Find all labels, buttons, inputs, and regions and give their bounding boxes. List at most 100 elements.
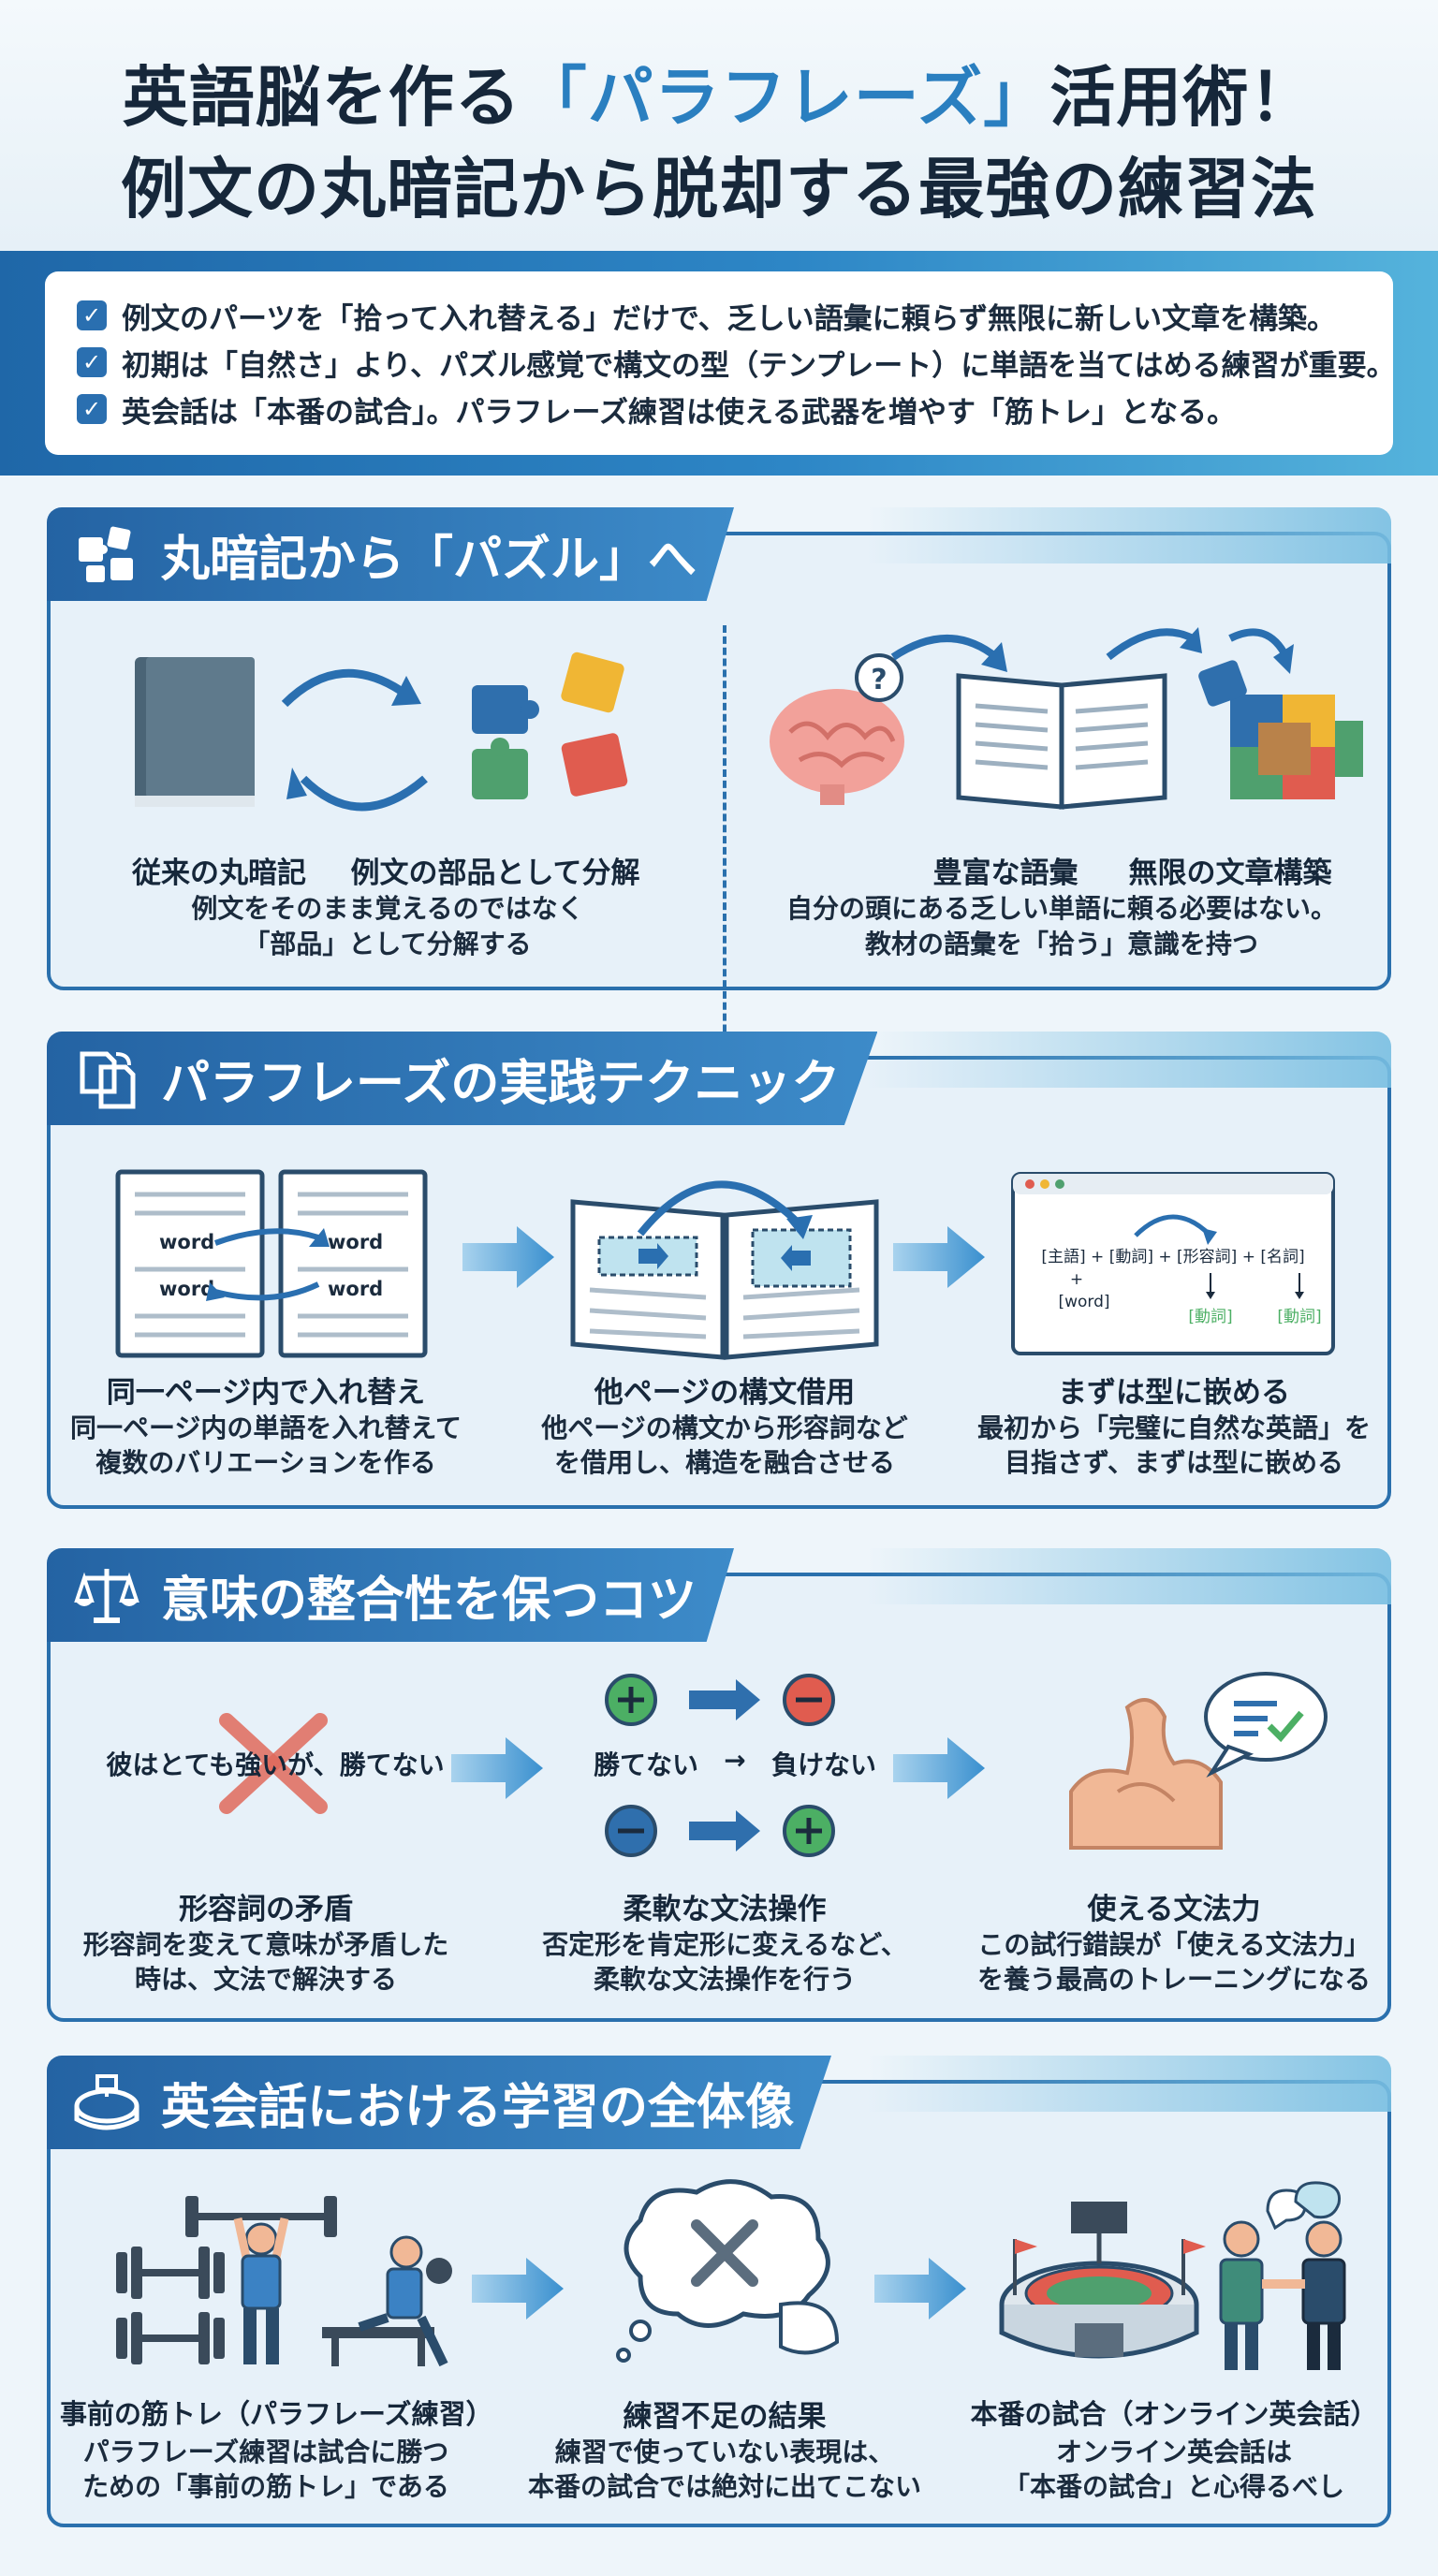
title-accent: 「パラフレーズ」 (521, 59, 1050, 136)
template-window-illustration: [主語] + [動詞] + [形容詞] + [名詞] + [word] [動詞]… (1011, 1172, 1335, 1355)
summary-item: ✓ 英会話は「本番の試合」。パラフレーズ練習は使える武器を増やす「筋トレ」となる… (77, 386, 1361, 432)
section-title: 英会話における学習の全体像 (161, 2079, 795, 2136)
summary-item: ✓ 初期は「自然さ」より、パズル感覚で構文の型（テンプレート）に単語を当てはめる… (77, 339, 1396, 386)
desc-line: 同一ページ内の単語を入れ替えて (69, 1412, 462, 1443)
bench-press-person-icon (322, 2235, 452, 2367)
desc-line: ための「事前の筋トレ」である (82, 2471, 449, 2502)
section-memorization-to-puzzle: 丸暗記から「パズル」へ 従来の丸暗記 例文の部品として分解 例文をそのまま覚える… (47, 507, 1391, 1065)
cross-icon (219, 1713, 328, 1814)
desc-line: 例文をそのまま覚えるのではなく (191, 893, 584, 924)
label-fit-template: まずは型に嵌める (1058, 1376, 1290, 1410)
weightlifter-icon (185, 2196, 337, 2364)
section-header-strip (867, 2056, 1391, 2112)
training-illustration (116, 2196, 452, 2367)
section-tab: 丸暗記から「パズル」へ (47, 507, 735, 601)
desc-line: 目指さず、まずは型に嵌める (1004, 1447, 1344, 1478)
minus-icon (605, 1805, 657, 1857)
flow-arrow-icon (893, 1226, 985, 1288)
stadium-icon (999, 2202, 1206, 2359)
label-rich-vocabulary: 豊富な語彙 (932, 856, 1078, 890)
page-title-line2: 例文の丸暗記から脱却する最強の練習法 (121, 151, 1317, 227)
book-icon (135, 657, 255, 807)
label-infinite-sentences: 無限の文章構築 (1128, 856, 1332, 890)
flexed-arm-icon (1069, 1698, 1223, 1850)
desc-line: 「部品」として分解する (243, 929, 532, 959)
section-learning-overview: 英会話における学習の全体像 事 (47, 2056, 1391, 2527)
plus-icon (783, 1805, 835, 1857)
flip-arrow: → (724, 1745, 746, 1776)
desc-line: 本番の試合では絶対に出てこない (528, 2471, 922, 2502)
puzzle-pieces-icon (472, 651, 628, 799)
desc-line: 自分の頭にある乏しい単語に頼る必要はない。 (785, 893, 1337, 924)
puzzle-grid-icon (1198, 660, 1363, 799)
section-header-strip (867, 507, 1391, 564)
dumbbell-icon (116, 2247, 225, 2364)
desc-line: を借用し、構造を融合させる (553, 1447, 895, 1478)
desc-line: 否定形を肯定形に変えるなど、 (542, 1929, 907, 1960)
puzzle-icon (79, 526, 133, 582)
section-paraphrase-techniques: パラフレーズの実践テクニック word word word word 同一ページ… (47, 1032, 1391, 1509)
borrow-structure-illustration (570, 1180, 879, 1360)
section-title: 意味の整合性を保つコツ (161, 1572, 697, 1629)
thought-bubble-icon (616, 2179, 840, 2363)
memorization-illustration (135, 651, 628, 812)
word-label: word (328, 1231, 383, 1253)
stadium-icon (74, 2074, 139, 2130)
desc-line: 教材の語彙を「拾う」意識を持つ (864, 929, 1258, 959)
cycle-arrows-icon (281, 668, 428, 812)
desc-line: パラフレーズ練習は試合に勝つ (82, 2437, 449, 2467)
section-tab: 意味の整合性を保つコツ (47, 1548, 735, 1642)
brain-icon: ? (770, 653, 904, 805)
speech-bubble-check-icon (1204, 1672, 1328, 1778)
document-swap-icon (80, 1051, 136, 1109)
summary-item: ✓ 例文のパーツを「拾って入れ替える」だけで、乏しい語彙に頼らず無限に新しい文章… (77, 292, 1361, 339)
flip-before: 勝てない (593, 1749, 698, 1780)
svg-text:?: ? (871, 664, 887, 696)
page-icon (115, 1169, 428, 1358)
arc-arrow-icon (637, 1180, 802, 1237)
flow-arrow-icon (472, 2258, 564, 2320)
vocabulary-illustration: ? (770, 627, 1363, 810)
template-plus: + (1070, 1270, 1083, 1289)
title-part: 英語脳を作る (122, 59, 521, 136)
label-pre-training: 事前の筋トレ（パラフレーズ練習） (60, 2398, 493, 2430)
page-title-line1: 英語脳を作る「パラフレーズ」活用術！ (0, 45, 1438, 139)
flow-arrows-icon (890, 628, 1290, 661)
label-decompose: 例文の部品として分解 (350, 856, 640, 890)
desc-line: 「本番の試合」と心得るべし (1003, 2471, 1344, 2502)
header: 英語脳を作る「パラフレーズ」活用術！ 例文の丸暗記から脱却する最強の練習法 (0, 0, 1438, 251)
section-tab: パラフレーズの実践テクニック (47, 1032, 878, 1125)
section-title: パラフレーズの実践テクニック (161, 1055, 841, 1112)
section-header-strip (867, 1548, 1391, 1604)
label-usable-grammar: 使える文法力 (1087, 1893, 1261, 1926)
label-same-page-swap: 同一ページ内で入れ替え (106, 1376, 426, 1410)
summary-text: 例文のパーツを「拾って入れ替える」だけで、乏しい語彙に頼らず無限に新しい文章を構… (122, 301, 1337, 336)
section-semantic-consistency: 意味の整合性を保つコツ 彼はとても強いが、勝てない 形容詞の矛盾 形容詞を変えて… (47, 1548, 1391, 2022)
label-borrow-syntax: 他ページの構文借用 (594, 1376, 856, 1410)
handshake-people-icon (1219, 2181, 1346, 2370)
label-flexible-grammar: 柔軟な文法操作 (623, 1893, 827, 1926)
swap-arrows-icon (213, 1228, 320, 1301)
desc-line: 柔軟な文法操作を行う (593, 1964, 856, 1995)
label-insufficient-practice: 練習不足の結果 (623, 2400, 827, 2434)
summary-text: 英会話は「本番の試合」。パラフレーズ練習は使える武器を増やす「筋トレ」となる。 (122, 395, 1237, 430)
empty-thought-illustration (616, 2179, 840, 2363)
template-verb: [動詞] (1188, 1308, 1232, 1326)
flow-arrow-icon (451, 1737, 543, 1799)
balance-scale-icon (74, 1569, 139, 1623)
title-part: 活用術！ (1049, 59, 1316, 136)
flow-arrow-icon (893, 1737, 985, 1799)
label-adjective-contradiction: 形容詞の矛盾 (179, 1893, 353, 1926)
template-word: [word] (1058, 1293, 1109, 1311)
summary-text: 初期は「自然さ」より、パズル感覚で構文の型（テンプレート）に単語を当てはめる練習… (122, 348, 1396, 383)
desc-line: 最初から「完璧に自然な英語」を (977, 1412, 1372, 1443)
summary-box: ✓ 例文のパーツを「拾って入れ替える」だけで、乏しい語彙に頼らず無限に新しい文章… (45, 271, 1396, 455)
grammar-flip-illustration (605, 1674, 835, 1857)
flow-arrow-icon (462, 1226, 554, 1288)
check-icon: ✓ (77, 347, 107, 377)
plus-icon (605, 1674, 657, 1726)
section-header-strip (867, 1032, 1391, 1088)
open-book-icon (956, 673, 1167, 810)
template-formula: [主語] + [動詞] + [形容詞] + [名詞] (1041, 1248, 1304, 1266)
same-page-swap-illustration: word word word word (115, 1169, 428, 1358)
